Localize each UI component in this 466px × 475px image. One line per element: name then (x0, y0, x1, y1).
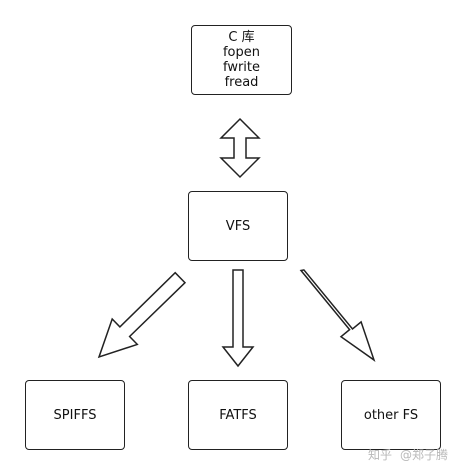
node-vfs: VFS (188, 191, 288, 261)
node-spiffs: SPIFFS (25, 380, 125, 450)
other-fs-label: other FS (363, 407, 419, 423)
c-library-fread: fread (224, 75, 259, 90)
vfs-label: VFS (225, 218, 251, 234)
node-other-fs: other FS (341, 380, 441, 450)
arrow-c-lib-vfs (219, 117, 261, 179)
arrow-vfs-spiffs (97, 271, 187, 359)
fatfs-label: FATFS (219, 407, 257, 423)
watermark-author: @郑子腾 (400, 448, 449, 462)
arrow-vfs-fatfs (221, 269, 255, 368)
c-library-fwrite: fwrite (222, 60, 261, 75)
watermark: 知乎 @郑子腾 (368, 446, 448, 463)
c-library-title: C 库 (228, 30, 255, 45)
node-c-library: C 库 fopen fwrite fread (191, 25, 292, 95)
c-library-fopen: fopen (222, 45, 261, 60)
spiffs-label: SPIFFS (53, 407, 97, 423)
node-fatfs: FATFS (188, 380, 288, 450)
arrow-vfs-other-fs (299, 269, 376, 362)
watermark-brand: 知乎 (368, 448, 393, 462)
